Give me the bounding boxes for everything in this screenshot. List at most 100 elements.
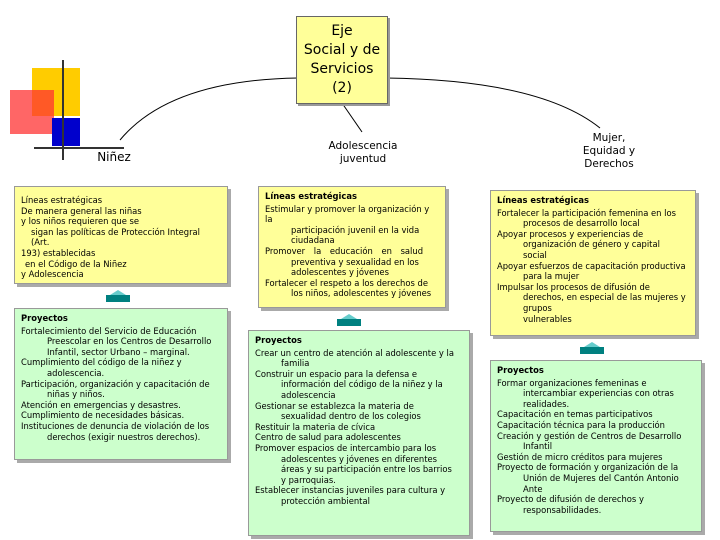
mujer-proyecto-line: Unión de Mujeres del Cantón Antonio <box>523 472 679 483</box>
ninez-proyecto-line: Cumplimiento de necesidades básicas. <box>21 410 185 421</box>
adolescencia-proyecto-line: información del código de la niñez y la <box>281 379 443 390</box>
adolescencia-proyecto-line: Crear un centro de atención al adolescen… <box>255 347 454 358</box>
decor-vertical-line <box>62 60 64 160</box>
ninez-lineas-line: sigan las políticas de Protección Integr… <box>31 226 200 248</box>
mujer-proyecto-line: Proyecto de formación y organización de … <box>497 462 679 473</box>
mujer-proyecto-line: Capacitación técnica para la producción <box>497 419 665 430</box>
ninez-lineas-line: De manera general las niñas <box>21 205 142 216</box>
separator-icon-ninez <box>106 290 130 302</box>
separator-icon-mujer <box>580 342 604 354</box>
mujer-lineas-line: organización de género y capital <box>523 239 660 250</box>
mujer-proyecto-line: Infantil <box>523 441 553 452</box>
ninez-lineas-heading: Líneas estratégicas <box>21 195 103 205</box>
adolescencia-proyecto-line: Gestionar se establezca la materia de <box>255 400 414 411</box>
adolescencia-lineas-line: adolescentes y jóvenes <box>291 267 389 278</box>
ninez-proyecto-line: derechos (exigir nuestros derechos). <box>47 431 201 442</box>
node-mujer-line: Mujer, <box>592 131 626 144</box>
adolescencia-lineas-heading: Líneas estratégicas <box>265 191 358 201</box>
ninez-proyecto-line: niñas y niños. <box>47 389 105 400</box>
mujer-lineas-line: social <box>523 249 547 260</box>
separator-icon-adolescencia <box>337 314 361 326</box>
adolescencia-proyecto-line: y parroquias. <box>281 474 336 485</box>
adolescencia-lineas-line: Fortalecer el respeto a los derechos de <box>265 277 428 288</box>
ninez-proyecto-line: adolescencia. <box>47 367 105 378</box>
node-adolescencia-line: juventud <box>339 153 387 165</box>
root-line: Eje <box>331 23 353 39</box>
mujer-lineas-line: para la mujer <box>523 271 580 282</box>
ninez-proyecto-line: Instituciones de denuncia de violación d… <box>21 420 210 431</box>
adolescencia-proyecto-line: Promover espacios de intercambio para lo… <box>255 442 437 453</box>
mujer-proyecto-line: Ante <box>523 483 543 494</box>
mujer-proyecto-line: Proyecto de difusión de derechos y <box>497 494 644 505</box>
adolescencia-proyecto-line: adolescencia <box>281 389 336 400</box>
adolescencia-proyecto-line: Centro de salud para adolescentes <box>255 432 401 443</box>
connector-root-to-adolescencia <box>341 102 363 133</box>
node-mujer-line: Derechos <box>584 157 634 170</box>
mujer-lineas-line: vulnerables <box>523 313 572 324</box>
connector-root-to-ninez <box>119 77 299 141</box>
mujer-proyecto-line: Creación y gestión de Centros de Desarro… <box>497 430 682 441</box>
adolescencia-proyectos-box: Proyectos Crear un centro de atención al… <box>248 330 470 536</box>
adolescencia-lineas-line: los niños, adolescentes y jóvenes <box>291 288 432 299</box>
mujer-proyecto-line: responsabilidades. <box>523 504 602 515</box>
root-line: Servicios <box>310 61 374 77</box>
root-line: (2) <box>332 80 352 96</box>
adolescencia-lineas-line: Promover la educación en salud <box>265 245 424 256</box>
decor-red-square <box>10 90 54 134</box>
ninez-lineas-line: en el Código de la Niñez <box>25 258 127 269</box>
node-adolescencia-line: Adolescencia <box>328 140 398 152</box>
root-node: Eje Social y de Servicios (2) <box>296 16 388 104</box>
mujer-proyecto-line: Capacitación en temas participativos <box>497 409 653 420</box>
ninez-lineas-line: y los niños requieren que se <box>21 216 140 227</box>
adolescencia-proyecto-line: adolescentes y jóvenes en diferentes <box>281 453 437 464</box>
ninez-proyectos-heading: Proyectos <box>21 313 68 323</box>
adolescencia-lineas-line: Estimular y promover la organización y l… <box>265 203 430 225</box>
adolescencia-proyecto-line: áreas y su participación entre los barri… <box>281 464 452 475</box>
ninez-proyecto-line: Atención en emergencias y desastres. <box>21 399 181 410</box>
node-mujer-line: Equidad y <box>582 144 636 157</box>
ninez-lineas-line: y Adolescencia <box>21 269 84 280</box>
ninez-proyecto-line: Preescolar en los Centros de Desarrollo <box>47 336 212 347</box>
ninez-lineas-line: 193) establecidas <box>21 247 96 258</box>
node-ninez: Niñez <box>82 136 146 178</box>
mujer-proyecto-line: Formar organizaciones femeninas e <box>497 377 647 388</box>
adolescencia-proyecto-line: protección ambiental <box>281 495 370 506</box>
connector-root-to-mujer <box>385 77 601 129</box>
adolescencia-lineas-box: Líneas estratégicas Estimular y promover… <box>258 186 446 308</box>
mujer-proyectos-heading: Proyectos <box>497 365 544 375</box>
mujer-proyecto-line: Gestión de micro créditos para mujeres <box>497 451 663 462</box>
mujer-proyectos-box: Proyectos Formar organizaciones femenina… <box>490 360 702 532</box>
adolescencia-proyecto-line: Construir un espacio para la defensa e <box>255 368 418 379</box>
ninez-proyectos-box: Proyectos Fortalecimiento del Servicio d… <box>14 308 228 460</box>
mujer-lineas-line: Apoyar procesos y experiencias de <box>497 228 644 239</box>
ninez-proyecto-line: Participación, organización y capacitaci… <box>21 378 210 389</box>
mujer-lineas-line: derechos, en especial de las mujeres y g… <box>523 292 686 313</box>
adolescencia-lineas-line: ciudadana <box>291 235 335 246</box>
node-ninez-title: Niñez <box>97 150 131 164</box>
node-mujer: Mujer, Equidad y Derechos <box>574 124 644 178</box>
adolescencia-proyecto-line: familia <box>281 358 310 369</box>
ninez-proyecto-line: Cumplimiento del código de la niñez y <box>21 357 182 368</box>
adolescencia-lineas-line: participación juvenil en la vida <box>291 224 420 235</box>
ninez-proyecto-line: Fortalecimiento del Servicio de Educació… <box>21 325 197 336</box>
ninez-lineas-box: Líneas estratégicas De manera general la… <box>14 186 228 284</box>
adolescencia-proyecto-line: Establecer instancias juveniles para cul… <box>255 485 446 496</box>
mujer-proyecto-line: intercambiar experiencias con otras <box>523 388 674 399</box>
mujer-lineas-line: procesos de desarrollo local <box>523 218 640 229</box>
adolescencia-proyecto-line: Restituir la materia de cívica <box>255 421 376 432</box>
decor-blue-square <box>52 118 80 146</box>
root-line: Social y de <box>303 42 381 58</box>
adolescencia-proyecto-line: sexualidad dentro de los colegios <box>281 411 421 422</box>
mujer-proyecto-line: realidades. <box>523 398 570 409</box>
adolescencia-lineas-line: preventiva y sexualidad en los <box>291 256 419 267</box>
adolescencia-proyectos-heading: Proyectos <box>255 335 302 345</box>
mujer-lineas-line: Apoyar esfuerzos de capacitación product… <box>497 260 686 271</box>
mujer-lineas-line: Fortalecer la participación femenina en … <box>497 207 676 218</box>
ninez-proyecto-line: Infantil, sector Urbano – marginal. <box>47 346 190 357</box>
decor-horizontal-line <box>34 147 124 149</box>
mujer-lineas-box: Líneas estratégicas Fortalecer la partic… <box>490 190 696 336</box>
node-adolescencia: Adolescencia juventud <box>324 132 402 174</box>
mujer-lineas-line: Impulsar los procesos de difusión de <box>497 281 650 292</box>
mujer-lineas-heading: Líneas estratégicas <box>497 195 590 205</box>
